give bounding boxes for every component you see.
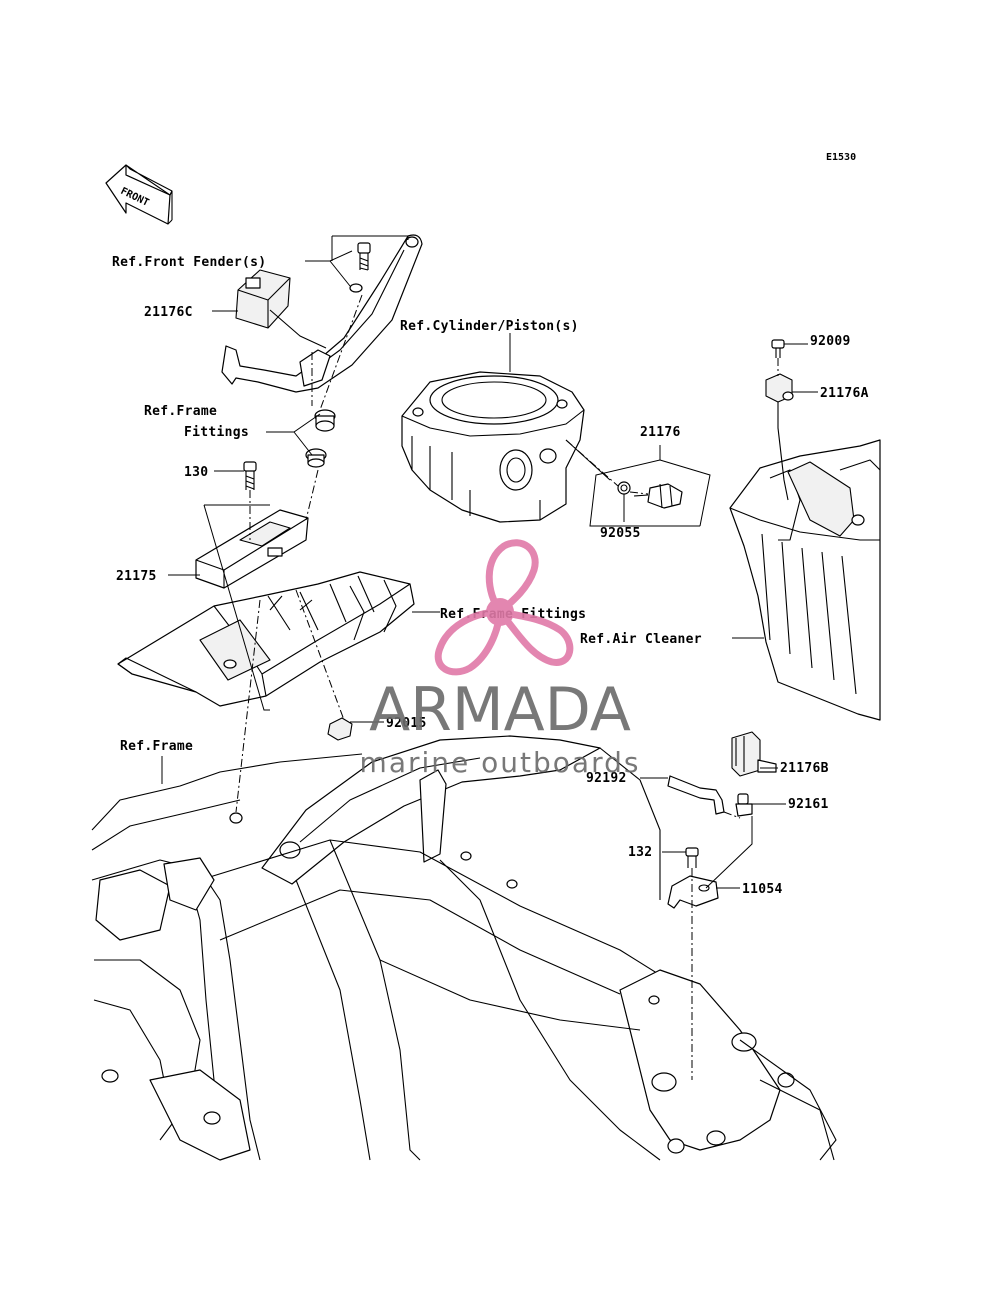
watermark-tagline: marine outboards [360, 746, 641, 779]
label-21176B: 21176B [780, 761, 829, 776]
label-ref-front-fender: Ref.Front Fender(s) [112, 255, 266, 270]
air-cleaner-box-icon [729, 439, 881, 721]
front-fender-bracket [221, 234, 423, 393]
watermark-brand: ARMADA [369, 675, 631, 745]
label-21176C: 21176C [144, 305, 193, 320]
label-130: 130 [184, 465, 208, 480]
watermark: ARMADA marine outboards [360, 539, 641, 779]
oring-92055-icon [617, 481, 631, 495]
label-ref-cylinder-piston: Ref.Cylinder/Piston(s) [400, 319, 579, 334]
clip-92015-icon [327, 717, 353, 741]
label-ref-air-cleaner: Ref.Air Cleaner [580, 632, 702, 647]
ecu-21175-icon [195, 509, 309, 589]
leader-lines [161, 235, 818, 889]
label-92161: 92161 [788, 797, 829, 812]
label-ref-frame: Ref.Frame [120, 739, 193, 754]
label-92192: 92192 [586, 771, 627, 786]
assembly-lines [235, 294, 779, 1080]
label-11054: 11054 [742, 882, 783, 897]
screw-92009-icon [771, 339, 785, 358]
hose-92192-icon [667, 775, 725, 815]
callout-labels: Ref.Front Fender(s) 21176C Ref.Frame Fit… [112, 255, 869, 897]
label-92009: 92009 [810, 334, 851, 349]
sensor-21176C-icon [235, 269, 327, 349]
label-132: 132 [628, 845, 652, 860]
label-21176: 21176 [640, 425, 681, 440]
cylinder-block-icon [401, 371, 585, 523]
propeller-logo-icon [434, 539, 574, 676]
main-frame-icon [91, 735, 837, 1161]
label-21175: 21175 [116, 569, 157, 584]
fitting-92161-icon [735, 793, 753, 817]
sensor-21176A-icon [765, 373, 794, 501]
fender-bolt-icon [349, 242, 371, 293]
sensor-21176B-icon [731, 731, 777, 777]
frame-fitting-grommets [305, 409, 336, 468]
label-92055: 92055 [600, 526, 641, 541]
diagram-code: E1530 [826, 152, 856, 163]
temp-sensor-21176-icon [633, 483, 683, 509]
label-ref-frame-fittings-line1: Ref.Frame [144, 404, 217, 419]
front-arrow-icon: FRONT [105, 164, 173, 225]
bolt-130-icon [243, 461, 257, 490]
label-ref-frame-fittings-line2: Fittings [184, 425, 249, 440]
label-92015: 92015 [386, 716, 427, 731]
bolt-132-icon [685, 847, 699, 868]
bracket-11054-icon [667, 875, 719, 909]
label-21176A: 21176A [820, 386, 869, 401]
